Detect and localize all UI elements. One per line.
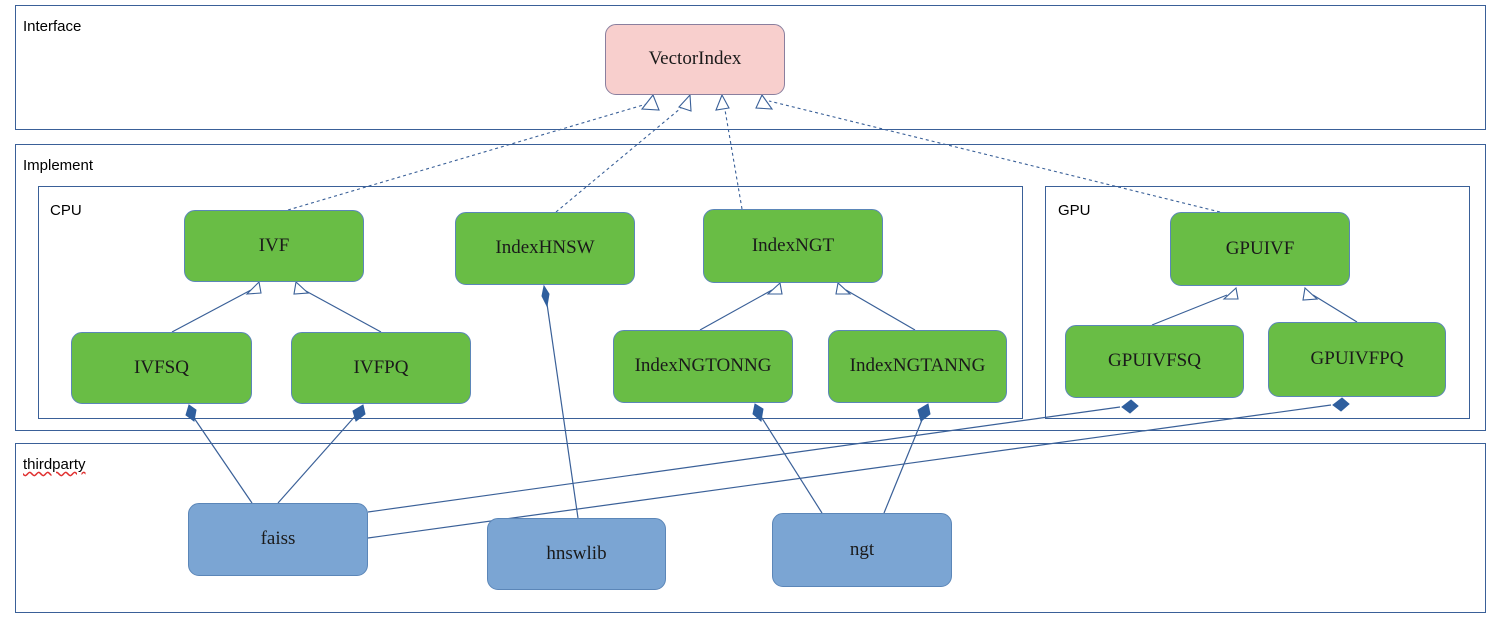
node-gpuivfsq[interactable]: GPUIVFSQ (1065, 325, 1244, 398)
node-faiss[interactable]: faiss (188, 503, 368, 576)
node-index-hnsw[interactable]: IndexHNSW (455, 212, 635, 285)
node-index-ngt[interactable]: IndexNGT (703, 209, 883, 283)
frame-interface (15, 5, 1486, 130)
node-ngt[interactable]: ngt (772, 513, 952, 587)
node-vector-index[interactable]: VectorIndex (605, 24, 785, 95)
node-ivfsq[interactable]: IVFSQ (71, 332, 252, 404)
node-ivf[interactable]: IVF (184, 210, 364, 282)
frame-thirdparty-label: thirdparty (23, 456, 86, 473)
frame-gpu-label: GPU (1058, 202, 1091, 219)
node-index-ngtonng[interactable]: IndexNGTONNG (613, 330, 793, 403)
frame-implement-label: Implement (23, 157, 94, 174)
node-index-ngtanng[interactable]: IndexNGTANNG (828, 330, 1007, 403)
node-gpuivf[interactable]: GPUIVF (1170, 212, 1350, 286)
frame-cpu-label: CPU (50, 202, 82, 219)
frame-interface-label: Interface (23, 18, 82, 35)
node-gpuivfpq[interactable]: GPUIVFPQ (1268, 322, 1446, 397)
node-hnswlib[interactable]: hnswlib (487, 518, 666, 590)
node-ivfpq[interactable]: IVFPQ (291, 332, 471, 404)
